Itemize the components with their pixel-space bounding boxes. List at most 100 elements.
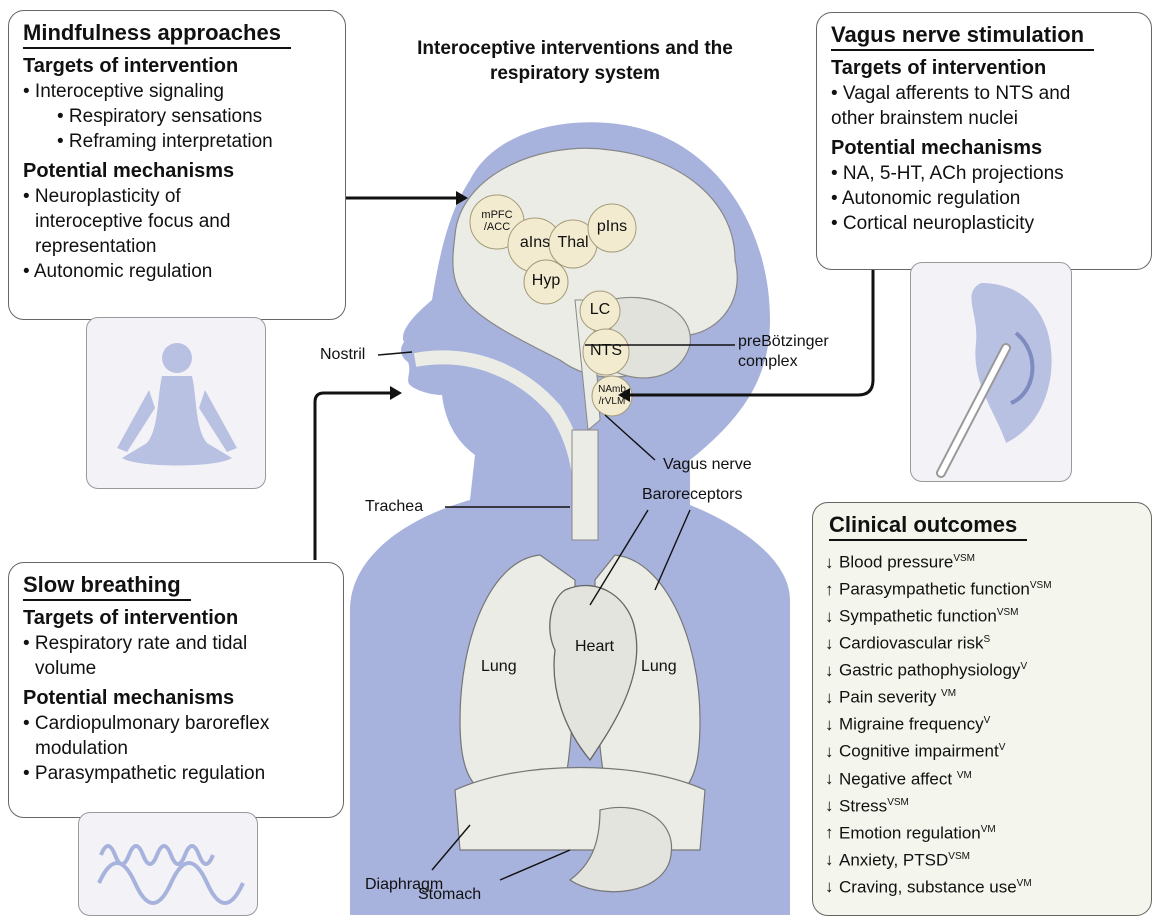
clinical-outcome-row: ↓Cognitive impairmentV (825, 736, 1139, 763)
clinical-outcome-text: Stress (839, 796, 887, 815)
clinical-outcome-row: ↓Pain severity VM (825, 682, 1139, 709)
clinical-outcome-row: ↓Negative affect VM (825, 764, 1139, 791)
ear-stimulator-thumbnail (910, 262, 1072, 482)
clinical-outcome-text: Negative affect (839, 769, 957, 788)
clinical-outcome-text: Migraine frequency (839, 715, 984, 734)
mindfulness-mechanisms-heading: Potential mechanisms (23, 158, 331, 184)
vns-target-item: other brainstem nuclei (831, 106, 1137, 131)
clinical-outcome-evidence: VM (957, 770, 972, 781)
lung-right-label: Lung (641, 658, 677, 676)
namb-label: NAmb /rVLM (592, 384, 632, 408)
clinical-outcome-row: ↓Blood pressureVSM (825, 547, 1139, 574)
clinical-outcome-evidence: VM (941, 688, 956, 699)
clinical-outcomes-box: Clinical outcomes ↓Blood pressureVSM↑Par… (812, 502, 1152, 916)
clinical-outcome-evidence: VM (1017, 878, 1032, 889)
clinical-outcome-evidence: VSM (953, 553, 975, 564)
clinical-outcome-row: ↓Migraine frequencyV (825, 709, 1139, 736)
arrow-down-icon: ↓ (825, 605, 839, 628)
slow-breathing-arrowhead (390, 386, 402, 400)
nts-label: NTS (584, 342, 628, 360)
clinical-outcome-text: Blood pressure (839, 553, 953, 572)
clinical-outcome-text: Pain severity (839, 688, 941, 707)
arrow-up-icon: ↑ (825, 821, 839, 844)
vns-mechanism-item: • NA, 5-HT, ACh projections (831, 161, 1137, 186)
clinical-outcome-text: Craving, substance use (839, 877, 1017, 896)
mindfulness-heading: Mindfulness approaches (23, 19, 291, 49)
mindfulness-box: Mindfulness approaches Targets of interv… (8, 10, 346, 320)
slow-breathing-mechanism-item: • Cardiopulmonary baroreflex (23, 711, 329, 736)
slow-breathing-mechanism-item: modulation (23, 736, 329, 761)
nostril-label: Nostril (320, 346, 365, 364)
vns-box: Vagus nerve stimulation Targets of inter… (816, 12, 1152, 270)
slow-breathing-targets-heading: Targets of intervention (23, 605, 329, 631)
vns-heading: Vagus nerve stimulation (831, 21, 1094, 51)
arrow-up-icon: ↑ (825, 578, 839, 601)
thal-label: Thal (551, 234, 595, 252)
arrow-down-icon: ↓ (825, 848, 839, 871)
mindfulness-targets-heading: Targets of intervention (23, 53, 331, 79)
meditation-figure-icon (87, 318, 266, 489)
mindfulness-target-item: • Reframing interpretation (23, 129, 331, 154)
arrow-down-icon: ↓ (825, 740, 839, 763)
vns-targets-heading: Targets of intervention (831, 55, 1137, 81)
slow-breathing-target-item: • Respiratory rate and tidal (23, 631, 329, 656)
clinical-outcome-row: ↓Craving, substance useVM (825, 872, 1139, 899)
clinical-outcome-evidence: VSM (997, 607, 1019, 618)
clinical-outcome-text: Gastric pathophysiology (839, 661, 1020, 680)
clinical-outcome-evidence: VSM (1030, 580, 1052, 591)
arrow-down-icon: ↓ (825, 632, 839, 655)
clinical-outcome-text: Anxiety, PTSD (839, 850, 948, 869)
ear-stimulator-icon (911, 263, 1072, 482)
breathing-wave-thumbnail (78, 812, 258, 916)
arrow-down-icon: ↓ (825, 794, 839, 817)
arrow-down-icon: ↓ (825, 659, 839, 682)
arrow-down-icon: ↓ (825, 767, 839, 790)
clinical-outcome-row: ↓Cardiovascular riskS (825, 628, 1139, 655)
clinical-outcome-row: ↓StressVSM (825, 791, 1139, 818)
slow-breathing-heading: Slow breathing (23, 571, 191, 601)
clinical-outcome-text: Cognitive impairment (839, 742, 999, 761)
mindfulness-mechanism-item: • Neuroplasticity of (23, 184, 331, 209)
clinical-outcome-evidence: V (999, 742, 1006, 753)
slow-breathing-target-item: volume (23, 656, 329, 681)
arrow-down-icon: ↓ (825, 686, 839, 709)
mindfulness-mechanism-item: representation (23, 234, 331, 259)
slow-breathing-box: Slow breathing Targets of intervention •… (8, 562, 344, 818)
clinical-outcome-text: Cardiovascular risk (839, 634, 984, 653)
mpfc-label: mPFC /ACC (477, 209, 517, 233)
mindfulness-target-item: • Interoceptive signaling (23, 79, 331, 104)
arrow-down-icon: ↓ (825, 713, 839, 736)
clinical-outcome-text: Parasympathetic function (839, 580, 1030, 599)
clinical-outcome-text: Sympathetic function (839, 607, 997, 626)
lc-label: LC (580, 301, 620, 319)
slow-breathing-mechanism-item: • Parasympathetic regulation (23, 761, 329, 786)
baroreceptors-label: Baroreceptors (642, 486, 743, 504)
clinical-outcome-evidence: V (984, 715, 991, 726)
trachea-label: Trachea (365, 498, 423, 516)
mindfulness-mechanism-item: • Autonomic regulation (23, 259, 331, 284)
lung-left-label: Lung (481, 658, 517, 676)
clinical-outcome-row: ↓Gastric pathophysiologyV (825, 655, 1139, 682)
heart-label: Heart (575, 638, 614, 656)
vns-target-item: • Vagal afferents to NTS and (831, 81, 1137, 106)
vns-mechanism-item: • Cortical neuroplasticity (831, 211, 1137, 236)
clinical-outcome-row: ↑Parasympathetic functionVSM (825, 574, 1139, 601)
stomach-label: Stomach (418, 886, 481, 904)
clinical-outcomes-heading: Clinical outcomes (829, 511, 1027, 541)
clinical-outcome-text: Emotion regulation (839, 823, 981, 842)
slow-breathing-mechanisms-heading: Potential mechanisms (23, 685, 329, 711)
prebotzinger-label: preBötzinger complex (738, 332, 829, 372)
clinical-outcomes-list: ↓Blood pressureVSM↑Parasympathetic funct… (825, 547, 1139, 899)
vns-mechanisms-heading: Potential mechanisms (831, 135, 1137, 161)
figure-title: Interoceptive interventions and the resp… (365, 36, 785, 86)
clinical-outcome-evidence: VM (981, 824, 996, 835)
clinical-outcome-evidence: S (984, 634, 991, 645)
clinical-outcome-row: ↑Emotion regulationVM (825, 818, 1139, 845)
trachea-shape (572, 430, 598, 540)
clinical-outcome-evidence: VSM (887, 797, 909, 808)
slow-breathing-arrow-line (315, 393, 392, 560)
arrow-down-icon: ↓ (825, 875, 839, 898)
breathing-wave-icon (79, 813, 258, 916)
vns-mechanism-item: • Autonomic regulation (831, 186, 1137, 211)
vagus-nerve-label: Vagus nerve (663, 456, 752, 474)
